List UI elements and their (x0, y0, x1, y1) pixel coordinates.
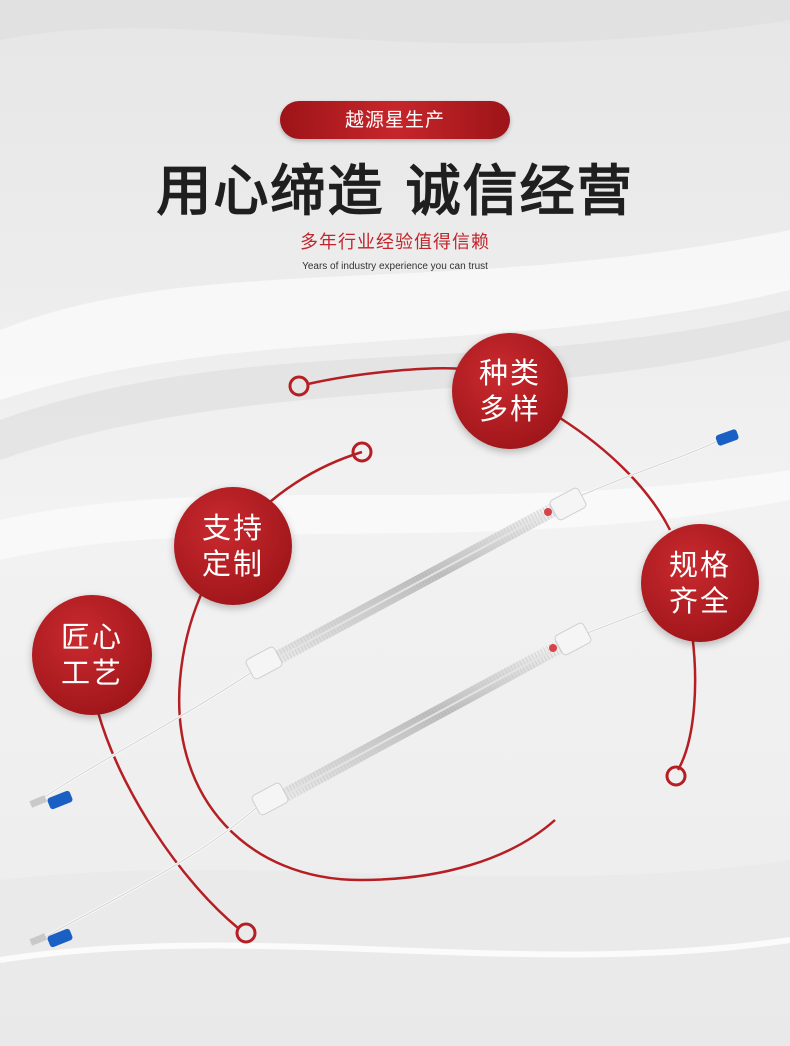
badge-line: 多样 (478, 392, 541, 426)
headline: 用心缔造 诚信经营 (156, 159, 634, 223)
badge-variety: 种类 多样 (452, 333, 568, 449)
subtitle-en: Years of industry experience you can tru… (302, 261, 488, 272)
badge-line: 齐全 (668, 584, 731, 618)
brand-pill: 越源星生产 (280, 101, 510, 139)
badge-line: 种类 (478, 356, 541, 390)
badge-craftsmanship: 匠心 工艺 (32, 595, 152, 715)
badge-line: 规格 (668, 548, 731, 582)
badge-line: 支持 (201, 511, 264, 545)
badge-line: 定制 (201, 547, 264, 581)
badge-customization: 支持 定制 (174, 487, 292, 605)
subtitle-cn: 多年行业经验值得信赖 (300, 232, 490, 253)
badge-line: 匠心 (60, 620, 123, 654)
badge-specifications: 规格 齐全 (641, 524, 759, 642)
badge-line: 工艺 (60, 656, 123, 690)
